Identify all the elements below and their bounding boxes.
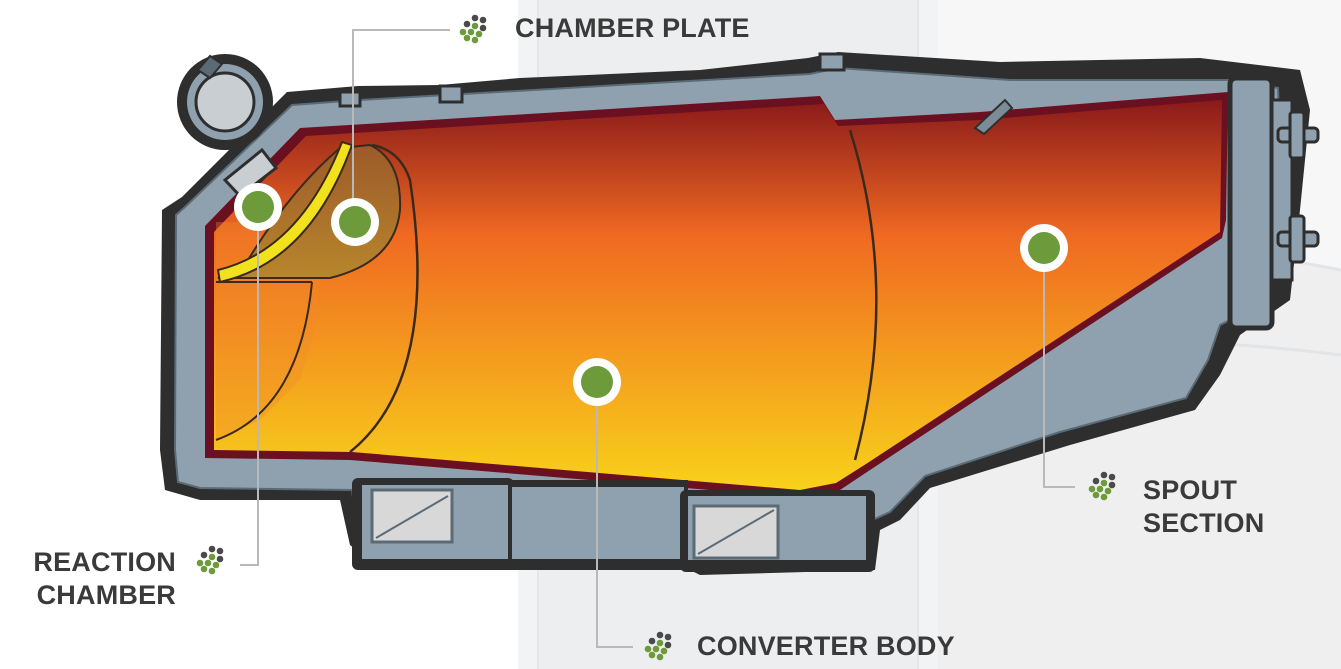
bolt-clamp-icon (1276, 110, 1320, 160)
dot-cluster-dot (656, 639, 664, 647)
dot-cluster-dot (1104, 487, 1112, 495)
dot-cluster-dot (200, 565, 208, 573)
green-hotspot-icon[interactable] (573, 358, 621, 406)
dot-cluster-dot (1088, 485, 1096, 493)
spout-section-label-line: SPOUT (1143, 475, 1238, 505)
dot-cluster-dot (471, 22, 479, 30)
dot-cluster-dot (204, 559, 212, 567)
chamber-plate-label-line: CHAMBER PLATE (515, 13, 750, 43)
dot-cluster-dot (1100, 471, 1108, 479)
bolt-clamp-icon (1276, 214, 1320, 264)
reaction-chamber-label-line: REACTION (33, 547, 176, 577)
dot-cluster-dot (1108, 481, 1116, 489)
dot-cluster-dot (212, 561, 220, 569)
dot-cluster-dot (1100, 479, 1108, 487)
green-hotspot-icon[interactable] (1020, 224, 1068, 272)
dot-cluster-dot (648, 637, 656, 645)
dot-cluster-dot (463, 34, 471, 42)
dot-cluster-dot (479, 16, 487, 24)
support-blocks (352, 478, 875, 572)
dot-cluster-dot (1108, 473, 1116, 481)
vessel-interior (214, 100, 1222, 490)
dot-cluster-dot (1092, 491, 1100, 499)
chamber-plate-label: CHAMBER PLATE (515, 12, 750, 45)
converter-body-label-line: CONVERTER BODY (697, 631, 955, 661)
dot-cluster-dot (208, 553, 216, 561)
converter-body-label: CONVERTER BODY (697, 630, 955, 663)
dot-cluster-dot (479, 24, 487, 32)
dot-cluster-dot (467, 28, 475, 36)
dot-cluster-dot (475, 30, 483, 38)
dot-cluster-dot (1100, 493, 1108, 501)
dot-cluster-dot (648, 651, 656, 659)
dot-cluster-dot (664, 641, 672, 649)
dot-cluster-icon (196, 545, 224, 575)
dot-cluster-dot (216, 547, 224, 555)
dot-cluster-dot (656, 653, 664, 661)
dot-cluster-dot (208, 567, 216, 575)
top-flange (338, 52, 1014, 136)
dot-cluster-dot (1096, 485, 1104, 493)
dot-cluster-dot (471, 14, 479, 22)
dot-cluster-dot (644, 645, 652, 653)
green-hotspot-icon[interactable] (234, 183, 282, 231)
dot-cluster-icon (644, 631, 672, 661)
dot-cluster-dot (471, 36, 479, 44)
spout-end-plate (1227, 75, 1320, 331)
dot-cluster-dot (1092, 477, 1100, 485)
green-hotspot-icon[interactable] (331, 198, 379, 246)
dot-cluster-dot (664, 633, 672, 641)
dot-cluster-dot (196, 559, 204, 567)
dot-cluster-dot (200, 551, 208, 559)
round-sight-glass-icon (177, 54, 279, 199)
dot-cluster-dot (463, 20, 471, 28)
dot-cluster-icon (1088, 471, 1116, 501)
dot-cluster-dot (459, 28, 467, 36)
dot-cluster-dot (208, 545, 216, 553)
spout-section-label-line: SECTION (1143, 508, 1265, 538)
callout-leaders (240, 29, 1075, 648)
reaction-chamber-label-line: CHAMBER (36, 580, 176, 610)
dot-cluster-icon (459, 14, 487, 44)
dot-cluster-dot (660, 647, 668, 655)
dot-cluster-dot (652, 645, 660, 653)
dot-cluster-dot (216, 555, 224, 563)
chamber-plate-band (216, 140, 354, 284)
reaction-chamber-label: REACTION CHAMBER (8, 546, 176, 612)
dot-cluster-dot (656, 631, 664, 639)
spout-section-label: SPOUT SECTION (1143, 474, 1264, 540)
